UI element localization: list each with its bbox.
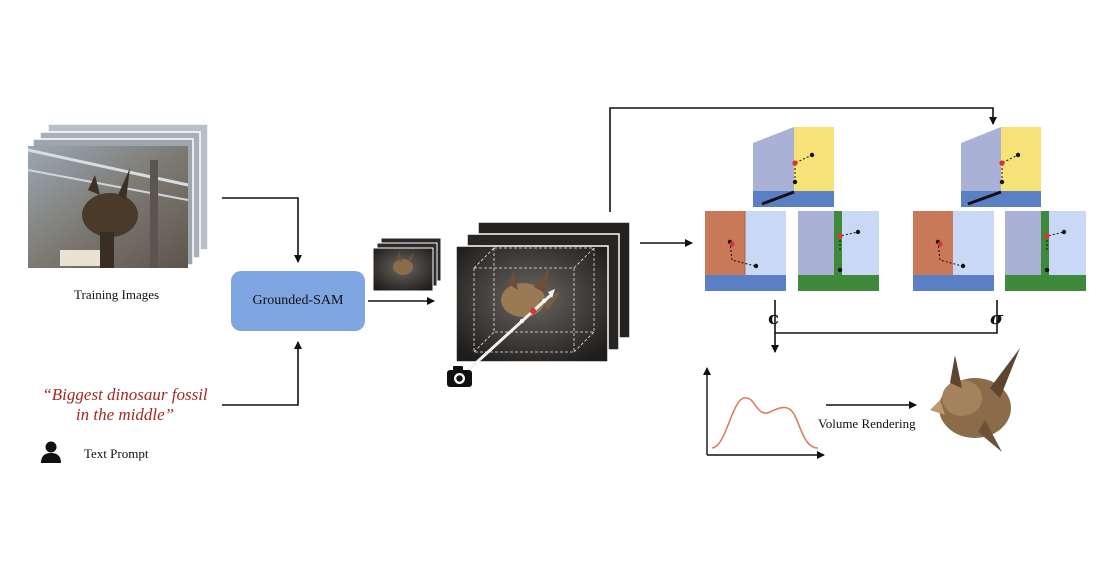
density-cube-right — [1005, 211, 1086, 291]
text-prompt-line2: in the middle” — [75, 405, 175, 424]
density-cube-group — [913, 127, 1086, 291]
color-symbol: c — [768, 308, 779, 329]
ray-sampling-images — [455, 221, 631, 374]
bounding-cube — [473, 247, 595, 353]
density-cube-top — [961, 127, 1041, 207]
arrow-prompt-to-sam — [222, 341, 302, 406]
person-icon — [41, 441, 61, 463]
grounded-sam-box: Grounded-SAM — [231, 271, 365, 331]
masked-images-small — [372, 237, 442, 292]
arrow-to-density-grids — [609, 107, 997, 212]
text-prompt-quote: “Biggest dinosaur fossil in the middle” — [30, 385, 220, 425]
training-images-stack — [27, 123, 209, 268]
camera-icon — [447, 366, 472, 387]
density-cube-left — [913, 211, 994, 291]
training-image-photo — [27, 146, 189, 268]
training-images-label: Training Images — [74, 287, 160, 302]
camera-ray — [464, 292, 554, 374]
color-cube-right — [798, 211, 879, 291]
sample-point — [530, 308, 536, 314]
density-curve — [711, 397, 819, 449]
text-prompt-label: Text Prompt — [84, 446, 149, 461]
text-prompt-line1: “Biggest dinosaur fossil — [42, 385, 208, 404]
color-cube-group — [705, 127, 879, 291]
color-cube-top — [753, 127, 834, 207]
grounded-sam-label: Grounded-SAM — [252, 293, 344, 308]
color-cube-left — [705, 211, 786, 291]
arrow-images-to-sam — [222, 197, 302, 263]
volume-rendering-label: Volume Rendering — [818, 416, 916, 431]
density-curve-plot — [703, 367, 825, 459]
rendered-fossil — [930, 348, 1020, 452]
density-symbol: σ — [990, 308, 1004, 329]
arrow-sigma-merge — [775, 300, 998, 334]
